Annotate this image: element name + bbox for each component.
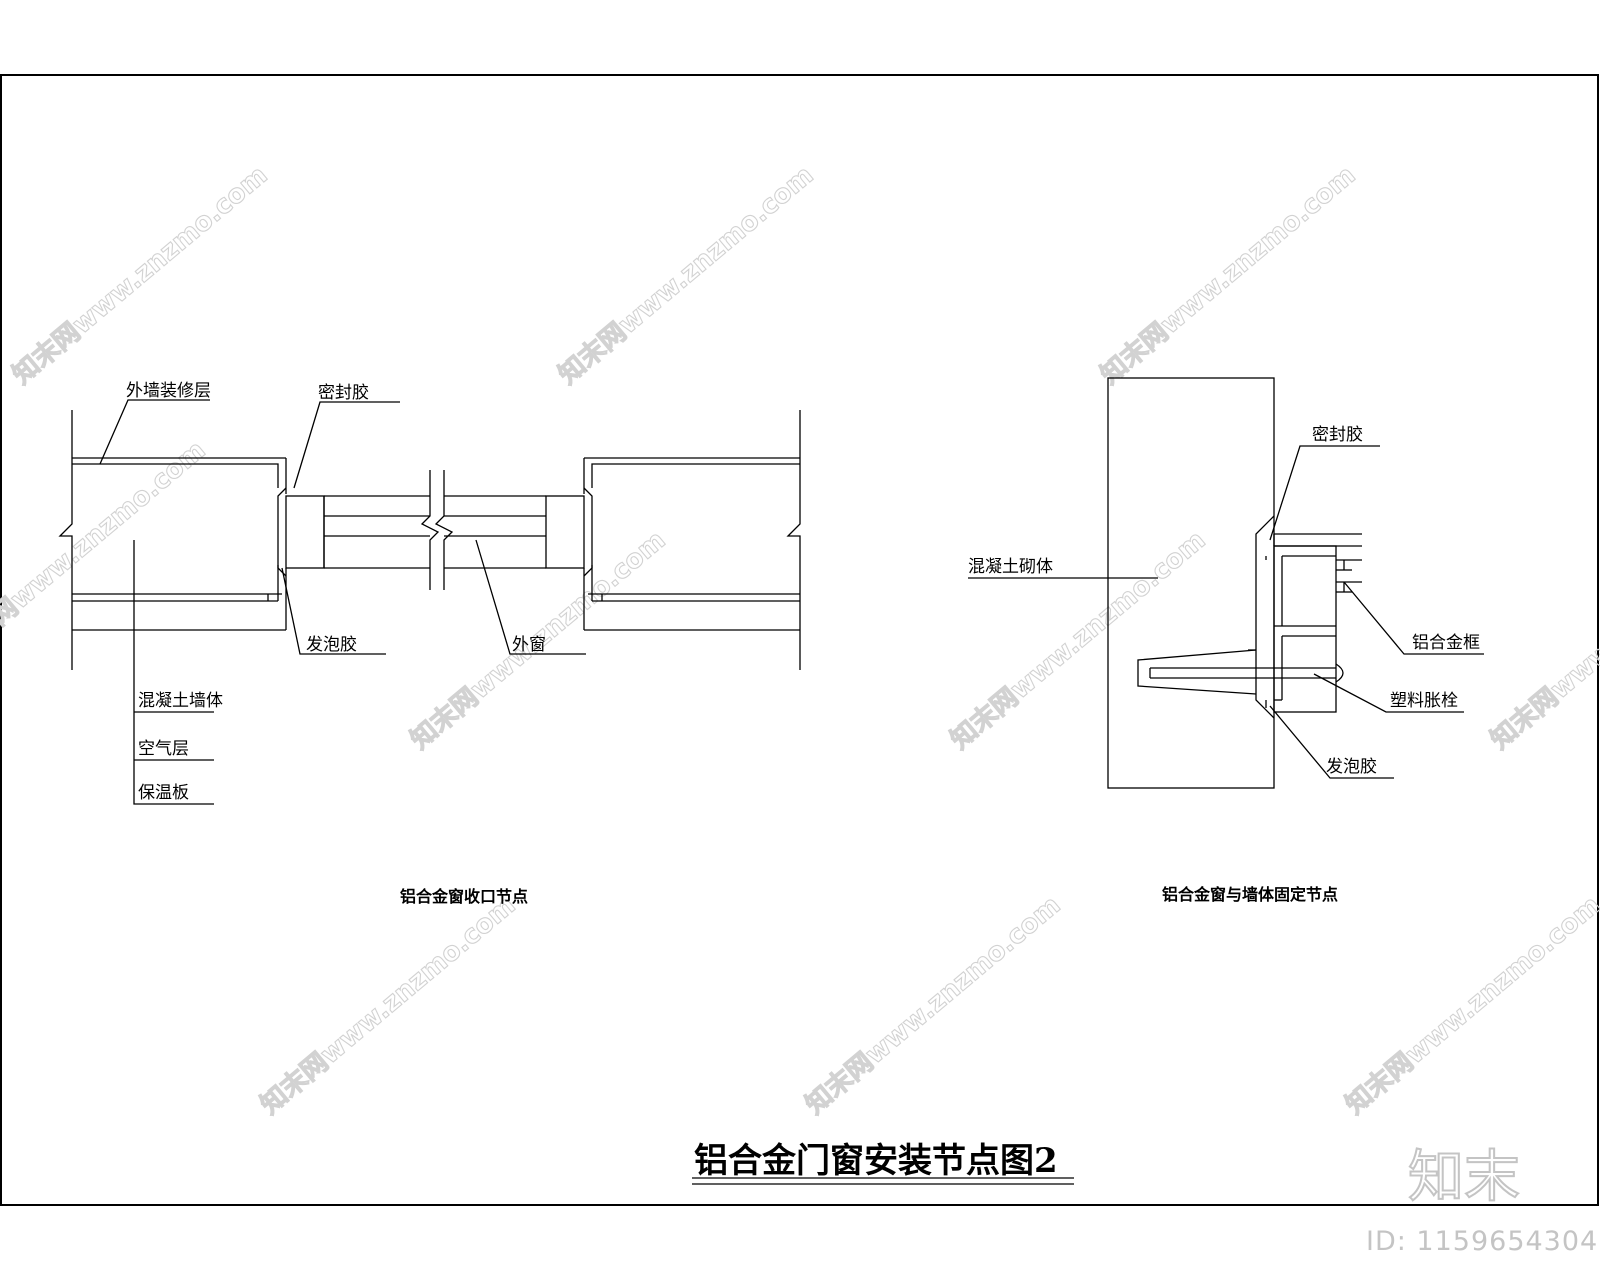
right-detail-caption: 铝合金窗与墙体固定节点 <box>1162 885 1338 904</box>
label-concrete-masonry: 混凝土砌体 <box>968 557 1053 577</box>
watermark-text: 知末网www.znzmo.com <box>1340 890 1600 1120</box>
watermark-text: 知末网www.znzmo.com <box>7 160 273 390</box>
left-detail-labels: 外墙装修层 密封胶 发泡胶 外窗 混凝土墙体 空气层 保温板 铝合金窗收口节点 <box>126 381 546 906</box>
drawing-title: 铝合金门窗安装节点图2 <box>694 1141 1058 1181</box>
label-foam: 发泡胶 <box>306 635 357 655</box>
label-aluminum-frame: 铝合金框 <box>1412 633 1480 653</box>
watermark-text: 知末网www.znzmo.com <box>553 160 819 390</box>
label-insulation-board: 保温板 <box>138 783 189 803</box>
left-detail-geometry <box>58 399 801 805</box>
title-block: 铝合金门窗安装节点图2 <box>692 1141 1074 1185</box>
right-detail-labels: 混凝土砌体 密封胶 铝合金框 塑料胀栓 发泡胶 铝合金窗与墙体固定节点 <box>968 425 1480 904</box>
watermark-text: 知末网www.znzmo.com <box>800 890 1066 1120</box>
corner-logo: 知末 <box>1408 1145 1520 1210</box>
label-foam-right: 发泡胶 <box>1326 757 1377 777</box>
watermark-text: 知末网www.znzmo.com <box>255 890 521 1120</box>
right-detail-geometry <box>968 377 1484 789</box>
image-id: ID: 1159654304 <box>1366 1226 1598 1257</box>
label-exterior-finish: 外墙装修层 <box>126 381 211 401</box>
label-sealant: 密封胶 <box>318 383 369 403</box>
label-concrete-wall: 混凝土墙体 <box>138 691 223 711</box>
label-air-layer: 空气层 <box>138 739 189 759</box>
left-detail-caption: 铝合金窗收口节点 <box>400 887 528 906</box>
label-plastic-anchor: 塑料胀栓 <box>1390 691 1458 711</box>
drawing-frame <box>0 74 1599 1206</box>
watermark-text: 知末网www.znzmo.com <box>0 435 211 665</box>
label-outer-window: 外窗 <box>512 635 546 655</box>
watermark-text: 知末网www.znzmo.com <box>1485 525 1600 755</box>
label-sealant-right: 密封胶 <box>1312 425 1363 445</box>
watermark-text: 知末网www.znzmo.com <box>1095 160 1361 390</box>
